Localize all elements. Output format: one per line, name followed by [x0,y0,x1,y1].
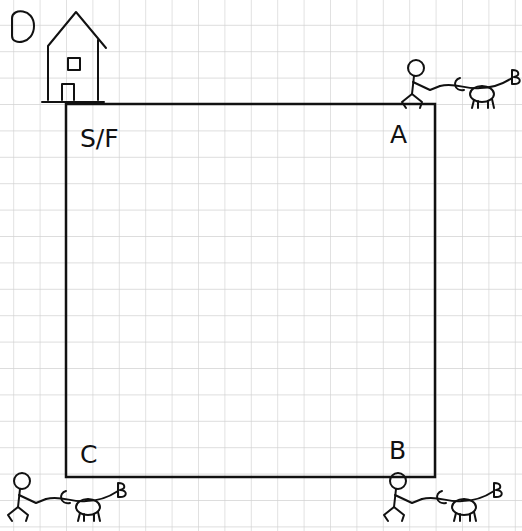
route-square [66,104,435,477]
corner-label: S/F [80,126,119,151]
dog-walker [8,473,126,521]
dog-walker [402,60,520,108]
corner-label: B [389,438,406,463]
corner-label: A [390,122,407,147]
corner-label: C [80,442,97,467]
dog-walker [384,473,502,521]
house [12,11,106,102]
